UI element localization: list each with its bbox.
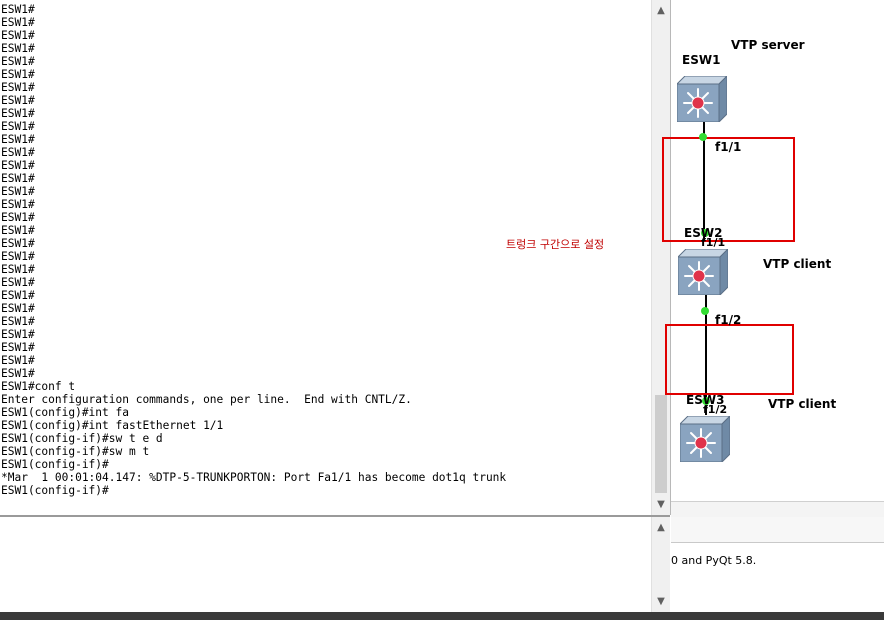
link-esw1-esw2 — [703, 120, 705, 240]
port-label-esw2-bottom: f1/2 — [715, 313, 742, 327]
esw1-role-label: VTP server — [731, 38, 805, 52]
terminal-line: ESW1# — [1, 120, 35, 133]
terminal-line: ESW1# — [1, 289, 35, 302]
terminal-scrollbar[interactable]: ▲ ▼ — [651, 0, 670, 515]
console-info-text: 0 and PyQt 5.8. — [671, 554, 757, 567]
terminal-line: ESW1(config)#int fastEthernet 1/1 — [1, 419, 224, 432]
terminal-line: ESW1# — [1, 367, 35, 380]
terminal-line: ESW1#conf t — [1, 380, 76, 393]
terminal-line: ESW1(config-if)# — [1, 458, 109, 471]
port-status-dot — [701, 307, 709, 315]
port-label-esw2-top: f1/1 — [701, 236, 726, 249]
terminal-line: ESW1# — [1, 237, 35, 250]
terminal-line: ESW1# — [1, 224, 35, 237]
trunk-highlight-box — [662, 137, 795, 242]
topology-canvas[interactable]: VTP server ESW1 ESW2 VTP client ESW3 VTP… — [662, 0, 884, 501]
terminal-line: ESW1# — [1, 341, 35, 354]
terminal-line: *Mar 1 00:01:04.147: %DTP-5-TRUNKPORTON:… — [1, 471, 507, 484]
terminal-line: ESW1# — [1, 302, 35, 315]
terminal-line: ESW1# — [1, 354, 35, 367]
esw3-switch-icon[interactable] — [680, 416, 730, 462]
terminal-line: ESW1# — [1, 211, 35, 224]
esw3-name-label: ESW3 — [686, 393, 725, 407]
terminal-line: ESW1# — [1, 172, 35, 185]
terminal-line: ESW1# — [1, 16, 35, 29]
port-label-esw1-f1-1: f1/1 — [715, 140, 742, 154]
terminal-line: ESW1# — [1, 159, 35, 172]
terminal-line: Enter configuration commands, one per li… — [1, 393, 412, 406]
scroll-up-icon[interactable]: ▲ — [657, 5, 665, 16]
console-scrollbar[interactable]: ▲ ▼ — [651, 517, 670, 612]
terminal-line: ESW1# — [1, 94, 35, 107]
terminal-line: ESW1(config-if)#sw m t — [1, 445, 150, 458]
scroll-up-icon[interactable]: ▲ — [657, 522, 665, 533]
terminal-line: ESW1# — [1, 263, 35, 276]
esw3-role-label: VTP client — [768, 397, 837, 411]
terminal-line: ESW1# — [1, 29, 35, 42]
terminal-line: ESW1# — [1, 107, 35, 120]
terminal-line: ESW1# — [1, 276, 35, 289]
scroll-down-icon[interactable]: ▼ — [657, 499, 665, 510]
terminal-line: ESW1# — [1, 250, 35, 263]
terminal-line: ESW1(config)#int fa — [1, 406, 129, 419]
terminal-line: ESW1# — [1, 146, 35, 159]
esw2-role-label: VTP client — [763, 257, 832, 271]
terminal-pane[interactable]: ESW1#ESW1#ESW1#ESW1#ESW1#ESW1#ESW1#ESW1#… — [0, 0, 671, 515]
terminal-line: ESW1# — [1, 55, 35, 68]
port-status-dot — [701, 229, 709, 237]
esw2-name-label: ESW2 — [684, 226, 723, 240]
link-esw2-esw3 — [705, 293, 707, 415]
status-bar — [0, 612, 884, 620]
side-panel-header — [671, 517, 884, 543]
esw2-switch-icon[interactable] — [678, 249, 728, 295]
terminal-line: ESW1# — [1, 3, 35, 16]
scroll-down-icon[interactable]: ▼ — [657, 596, 665, 607]
esw1-switch-icon[interactable] — [677, 76, 727, 122]
terminal-line: ESW1(config-if)#sw t e d — [1, 432, 163, 445]
topology-horizontal-scrollbar[interactable] — [671, 501, 884, 518]
annotation-text: 트렁크 구간으로 설정 — [506, 238, 605, 251]
terminal-line: ESW1# — [1, 198, 35, 211]
port-status-dot — [699, 133, 707, 141]
esw1-name-label: ESW1 — [682, 53, 721, 67]
terminal-line: ESW1# — [1, 315, 35, 328]
terminal-line: ESW1# — [1, 133, 35, 146]
port-label-esw3-top: f1/2 — [703, 403, 728, 416]
scrollbar-thumb[interactable] — [655, 395, 667, 493]
terminal-line: ESW1# — [1, 185, 35, 198]
terminal-output: ESW1#ESW1#ESW1#ESW1#ESW1#ESW1#ESW1#ESW1#… — [1, 3, 506, 497]
terminal-line: ESW1# — [1, 81, 35, 94]
terminal-line: ESW1# — [1, 68, 35, 81]
terminal-line: ESW1(config-if)# — [1, 484, 109, 497]
port-status-dot — [702, 397, 710, 405]
terminal-line: ESW1# — [1, 42, 35, 55]
trunk-highlight-box — [665, 324, 794, 395]
console-pane[interactable]: ▲ ▼ — [0, 515, 670, 614]
terminal-line: ESW1# — [1, 328, 35, 341]
